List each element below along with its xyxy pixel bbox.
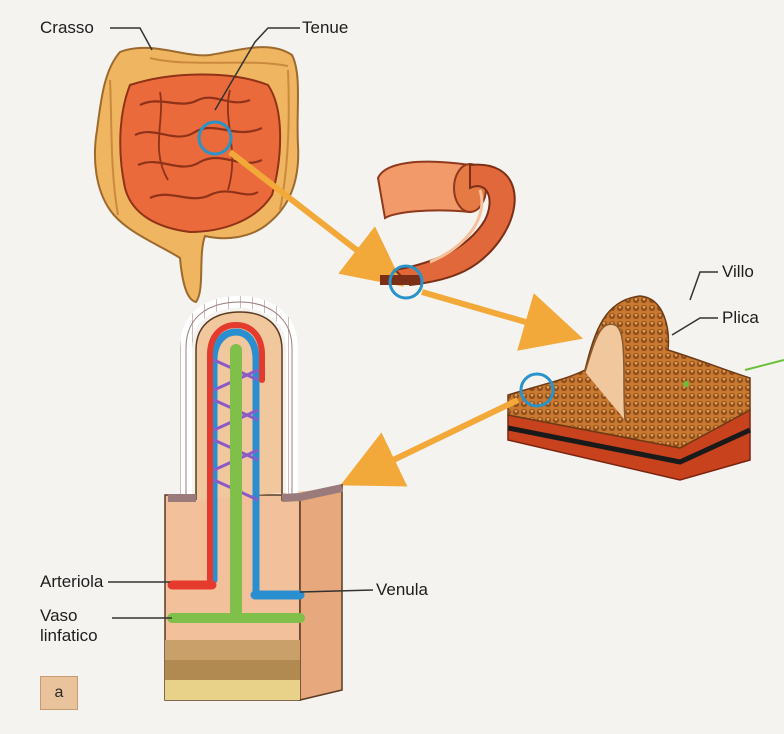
- arrow-mucosa-to-villus: [362, 400, 518, 475]
- crasso-leader-line: [110, 28, 152, 50]
- small-intestine: [120, 74, 280, 232]
- label-vaso-linfatico: Vaso linfatico: [40, 606, 98, 646]
- arrow-section-to-mucosa: [422, 292, 560, 332]
- label-villo: Villo: [722, 262, 754, 282]
- plica-leader-line: [672, 318, 718, 335]
- green-pointer-line: [745, 360, 784, 370]
- label-crasso: Crasso: [40, 18, 94, 38]
- villo-leader-line: [690, 272, 718, 300]
- villus-cross-section: [165, 302, 342, 700]
- serosa-layer: [165, 680, 300, 700]
- panel-badge: a: [40, 676, 78, 710]
- muscle-layer: [165, 660, 300, 680]
- label-plica: Plica: [722, 308, 759, 328]
- green-pointer-dot: [683, 381, 689, 387]
- submucosa-layer: [165, 640, 300, 660]
- label-venula: Venula: [376, 580, 428, 600]
- tube-base: [380, 275, 422, 285]
- label-tenue: Tenue: [302, 18, 348, 38]
- label-arteriola: Arteriola: [40, 572, 103, 592]
